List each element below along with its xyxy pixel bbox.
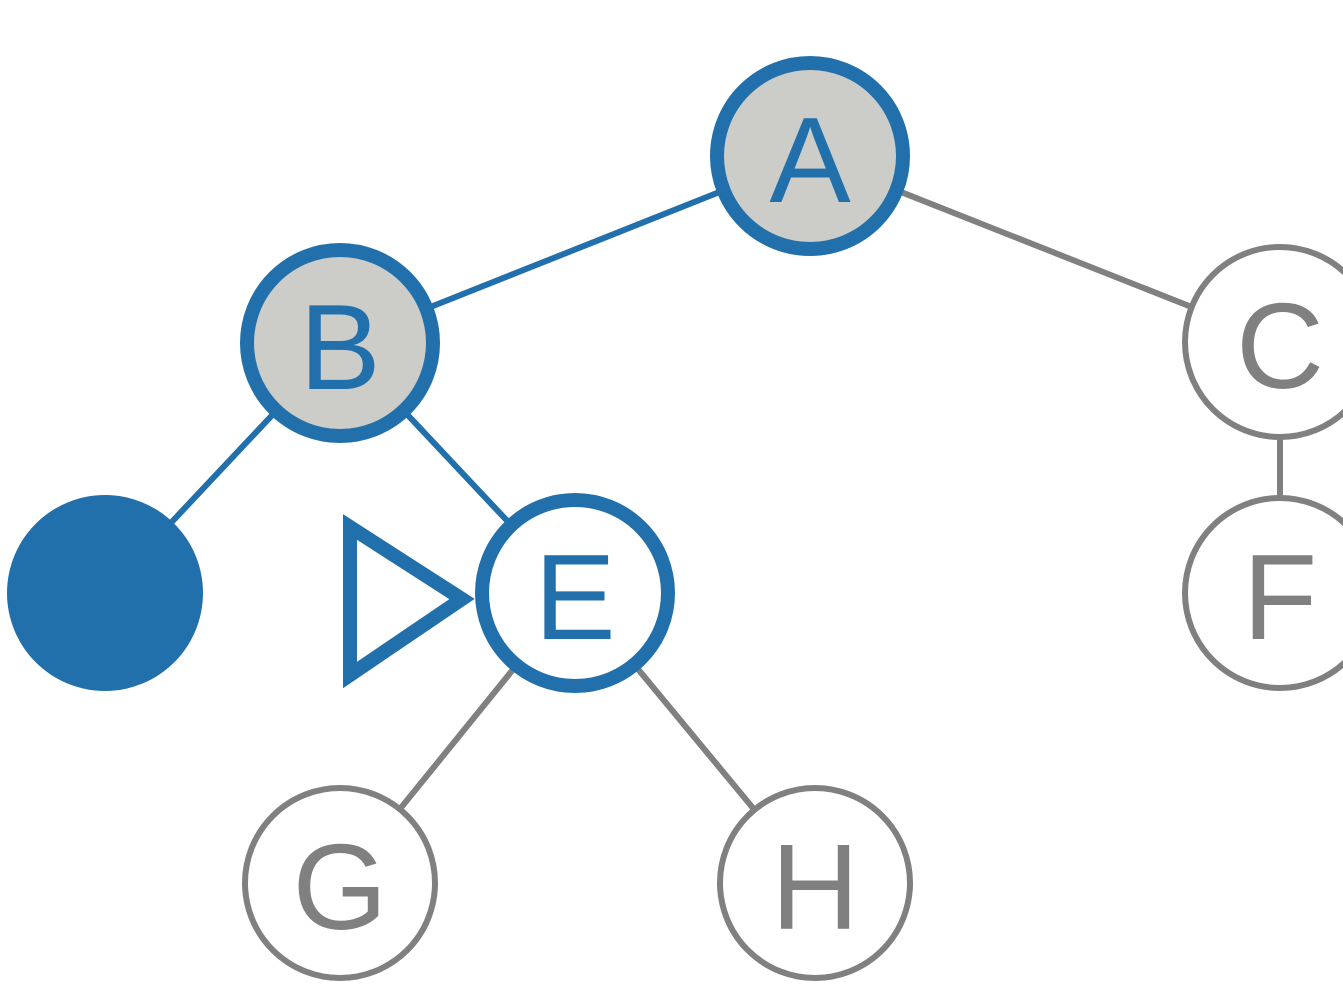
node-label-a: A bbox=[769, 92, 851, 228]
node-label-b: B bbox=[299, 279, 380, 415]
node-circle-e bbox=[475, 493, 675, 693]
node-f: F bbox=[1182, 495, 1343, 691]
node-layer: A B C E F G H bbox=[7, 56, 1343, 981]
node-h: H bbox=[717, 785, 913, 981]
node-circle-a bbox=[710, 56, 910, 256]
node-circle-b bbox=[240, 243, 440, 443]
node-b: B bbox=[240, 243, 440, 443]
node-a: A bbox=[710, 56, 910, 256]
node-c: C bbox=[1182, 244, 1343, 440]
node-label-f: F bbox=[1243, 529, 1318, 665]
node-circle-f bbox=[1182, 495, 1343, 691]
node-circle-g bbox=[242, 785, 438, 981]
play-triangle-icon bbox=[343, 514, 475, 689]
node-circle-h bbox=[717, 785, 913, 981]
node-e: E bbox=[475, 493, 675, 693]
node-g: G bbox=[242, 785, 438, 981]
node-label-h: H bbox=[771, 819, 859, 955]
node-label-e: E bbox=[534, 529, 615, 665]
node-label-c: C bbox=[1236, 278, 1324, 414]
node-d bbox=[7, 495, 203, 691]
node-circle-d bbox=[7, 495, 203, 691]
node-circle-c bbox=[1182, 244, 1343, 440]
node-label-g: G bbox=[293, 819, 388, 955]
